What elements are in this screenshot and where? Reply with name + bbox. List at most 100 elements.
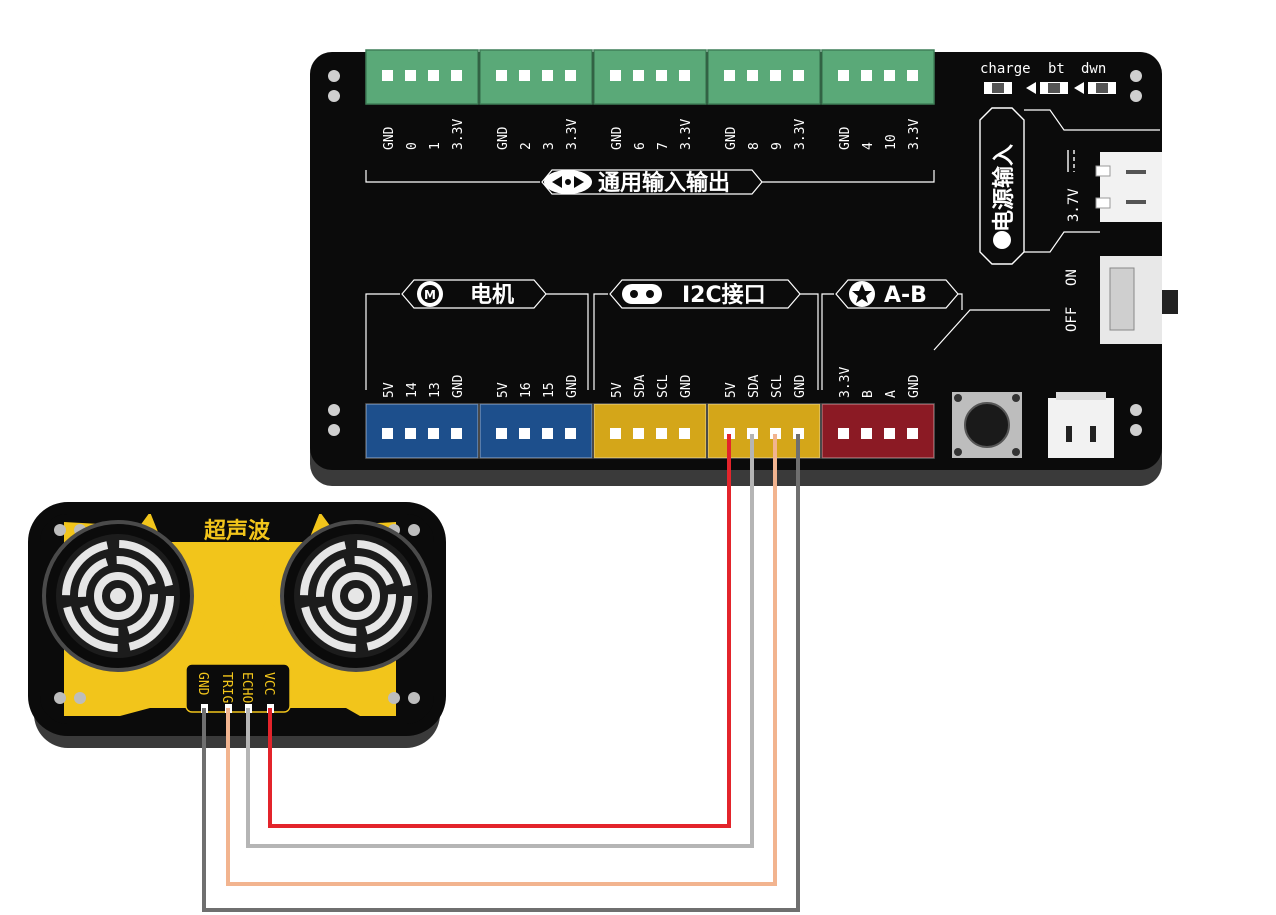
gpio-pin-label: 2 [519,142,534,150]
header-pin-hole[interactable] [382,428,393,439]
switch-on-label: ON [1064,269,1080,286]
header-pin-hole[interactable] [770,428,781,439]
gpio-pin-hole[interactable] [907,70,918,81]
gpio-pin-hole[interactable] [633,70,644,81]
gpio-pin-hole[interactable] [542,70,553,81]
link-icon [622,284,662,304]
gpio-title: 通用输入输出 [598,170,730,196]
gpio-pin-hole[interactable] [861,70,872,81]
header-pin-label: GND [565,374,580,398]
gpio-pin-hole[interactable] [724,70,735,81]
header-pin-hole[interactable] [633,428,644,439]
dc-symbol [1067,150,1075,172]
header-pin-label: 16 [519,382,534,398]
wire-vcc [268,434,731,828]
wire-gnd [202,434,800,912]
sensor-pin-label: GND [195,672,210,696]
power-switch[interactable]: ON OFF [1064,256,1178,344]
header-pin-hole[interactable] [451,428,462,439]
header-pin-label: 15 [542,382,557,398]
gpio-pin-label: 3.3V [793,119,808,150]
gpio-pin-hole[interactable] [428,70,439,81]
switch-off-label: OFF [1064,307,1080,332]
header-pin-hole[interactable] [405,428,416,439]
gpio-pin-label: 3.3V [451,119,466,150]
header-pin-label: 5V [724,382,739,398]
header-pin-hole[interactable] [861,428,872,439]
header-pin-hole[interactable] [907,428,918,439]
header-pin-hole[interactable] [656,428,667,439]
sensor-pin-label: ECHO [239,672,254,703]
gpio-pin-hole[interactable] [519,70,530,81]
indicator-leds: charge bt dwn [980,61,1116,94]
transducer-left [42,520,194,672]
gpio-pin-label: 9 [770,142,785,150]
gpio-pin-label: 3.3V [679,119,694,150]
sensor-pin-label: TRIG [219,672,234,703]
power-bracket [1024,109,1160,253]
gpio-pin-label: 1 [428,142,443,150]
header-pin-label: 13 [428,382,443,398]
gpio-pin-hole[interactable] [382,70,393,81]
gpio-pin-hole[interactable] [451,70,462,81]
header-pin-hole[interactable] [724,428,735,439]
gpio-pin-hole[interactable] [838,70,849,81]
gpio-title-tag [541,169,763,195]
gpio-pin-hole[interactable] [496,70,507,81]
gpio-icon [544,170,592,194]
gpio-pin-label: 3.3V [565,119,580,150]
gpio-pin-hole[interactable] [793,70,804,81]
gpio-pin-label: 10 [884,134,899,150]
header-pin-hole[interactable] [496,428,507,439]
gpio-pin-hole[interactable] [770,70,781,81]
gpio-pin-hole[interactable] [610,70,621,81]
indicator-label-bt: bt [1048,61,1065,77]
header-pin-hole[interactable] [542,428,553,439]
header-pin-hole[interactable] [565,428,576,439]
header-pin-hole[interactable] [793,428,804,439]
gpio-pin-label: 8 [747,142,762,150]
header-pin-label: A [884,390,899,398]
header-pin-hole[interactable] [428,428,439,439]
gpio-pin-hole[interactable] [405,70,416,81]
header-pin-label: 5V [610,382,625,398]
header-pin-hole[interactable] [747,428,758,439]
sensor-title: 超声波 [204,519,271,544]
header-pin-label: GND [793,374,808,398]
gpio-pin-label: 7 [656,142,671,150]
reset-button[interactable] [952,392,1022,458]
header-pin-hole[interactable] [519,428,530,439]
header-pin-hole[interactable] [610,428,621,439]
gpio-pin-label: GND [838,126,853,150]
gpio-pin-hole[interactable] [656,70,667,81]
gpio-pin-hole[interactable] [884,70,895,81]
header-pin-hole[interactable] [884,428,895,439]
gpio-pin-hole[interactable] [565,70,576,81]
bat-logo [196,592,278,640]
gpio-pin-label: 6 [633,142,648,150]
header-pin-hole[interactable] [838,428,849,439]
gpio-pin-hole[interactable] [747,70,758,81]
header-pin-label: SDA [633,374,648,398]
gpio-pin-label: GND [724,126,739,150]
gpio-pin-label: 3.3V [907,119,922,150]
header-pin-label: 14 [405,382,420,398]
plug-icon [993,231,1011,249]
header-pin-hole[interactable] [679,428,690,439]
gpio-pin-label: GND [610,126,625,150]
gpio-pin-hole[interactable] [679,70,690,81]
